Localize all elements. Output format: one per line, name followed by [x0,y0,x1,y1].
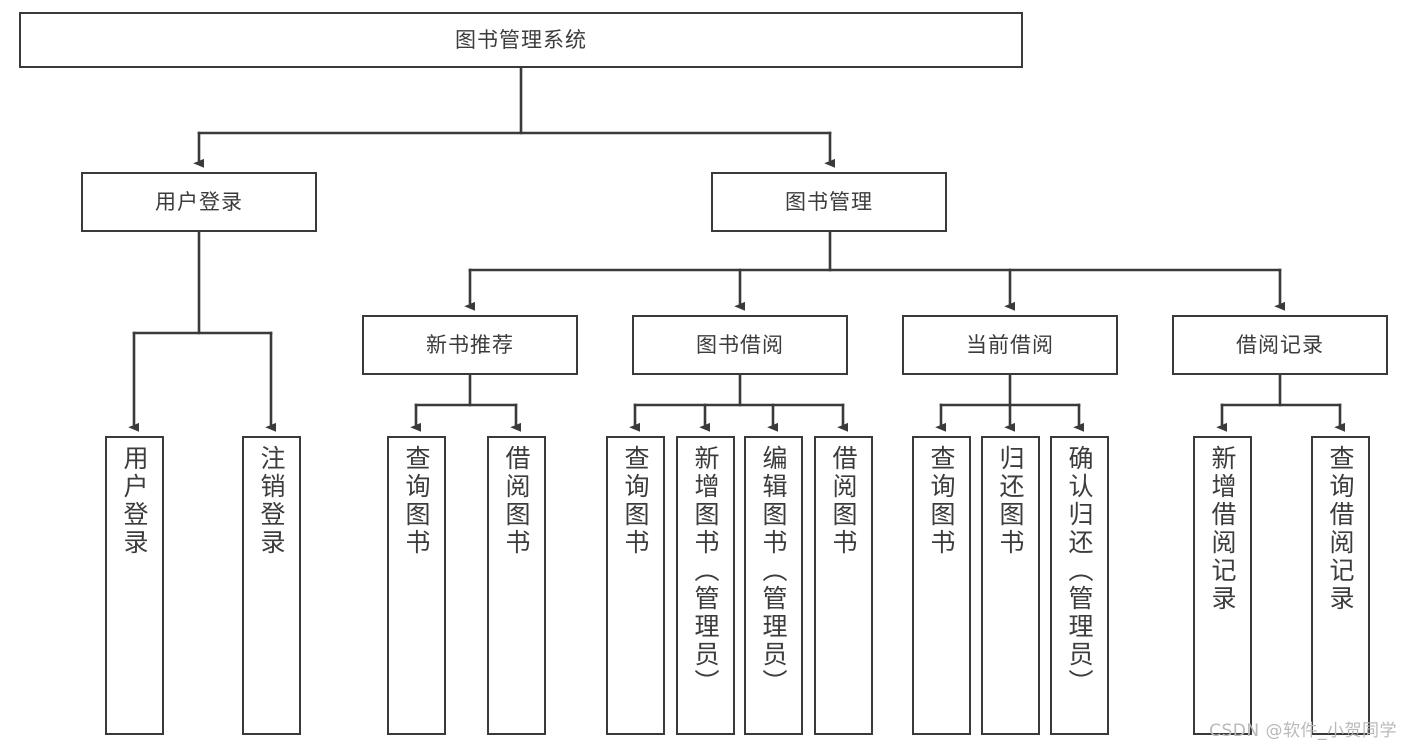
node-leaf-borrow-record-add[interactable]: 新增借阅记录 [1193,436,1252,735]
node-leaf-book-borrow-edit-label: 编辑图书（管理员） [759,445,788,697]
node-book-borrow[interactable]: 图书借阅 [632,315,848,375]
node-leaf-borrow-record-add-label: 新增借阅记录 [1208,445,1237,613]
node-user-login-label: 用户登录 [155,189,243,214]
node-leaf-borrow-record-query-label: 查询借阅记录 [1326,445,1355,613]
node-leaf-book-borrow-query[interactable]: 查询图书 [606,436,665,735]
node-leaf-book-borrow-query-label: 查询图书 [621,445,650,557]
node-book-management[interactable]: 图书管理 [711,172,947,232]
node-current-borrow[interactable]: 当前借阅 [902,315,1118,375]
node-leaf-current-borrow-query-label: 查询图书 [927,445,956,557]
node-leaf-current-borrow-return[interactable]: 归还图书 [981,436,1040,735]
node-leaf-user-login-login[interactable]: 用户登录 [105,436,164,735]
node-user-login[interactable]: 用户登录 [81,172,317,232]
node-book-borrow-label: 图书借阅 [696,332,784,357]
node-leaf-book-borrow-add-label: 新增图书（管理员） [691,445,720,697]
node-new-book-recommend-label: 新书推荐 [426,332,514,357]
node-leaf-user-login-login-label: 用户登录 [120,445,149,557]
node-leaf-book-borrow-edit[interactable]: 编辑图书（管理员） [744,436,803,735]
node-leaf-current-borrow-confirm[interactable]: 确认归还（管理员） [1050,436,1109,735]
node-leaf-new-book-borrow-label: 借阅图书 [502,445,531,557]
node-leaf-book-borrow-borrow-label: 借阅图书 [829,445,858,557]
node-current-borrow-label: 当前借阅 [966,332,1054,357]
node-leaf-new-book-query[interactable]: 查询图书 [387,436,446,735]
node-new-book-recommend[interactable]: 新书推荐 [362,315,578,375]
node-root-system-label: 图书管理系统 [455,27,587,52]
node-leaf-new-book-borrow[interactable]: 借阅图书 [487,436,546,735]
node-leaf-book-borrow-add[interactable]: 新增图书（管理员） [676,436,735,735]
node-leaf-book-borrow-borrow[interactable]: 借阅图书 [814,436,873,735]
node-leaf-current-borrow-return-label: 归还图书 [996,445,1025,557]
node-leaf-current-borrow-confirm-label: 确认归还（管理员） [1065,445,1094,697]
node-leaf-user-login-logout[interactable]: 注销登录 [242,436,301,735]
node-root-system[interactable]: 图书管理系统 [19,12,1023,68]
node-leaf-new-book-query-label: 查询图书 [402,445,431,557]
node-book-management-label: 图书管理 [785,189,873,214]
node-leaf-current-borrow-query[interactable]: 查询图书 [912,436,971,735]
node-leaf-user-login-logout-label: 注销登录 [257,445,286,557]
node-borrow-record-label: 借阅记录 [1236,332,1324,357]
node-borrow-record[interactable]: 借阅记录 [1172,315,1388,375]
csdn-watermark: CSDN @软件_小贺同学 [1209,721,1397,741]
node-leaf-borrow-record-query[interactable]: 查询借阅记录 [1311,436,1370,735]
